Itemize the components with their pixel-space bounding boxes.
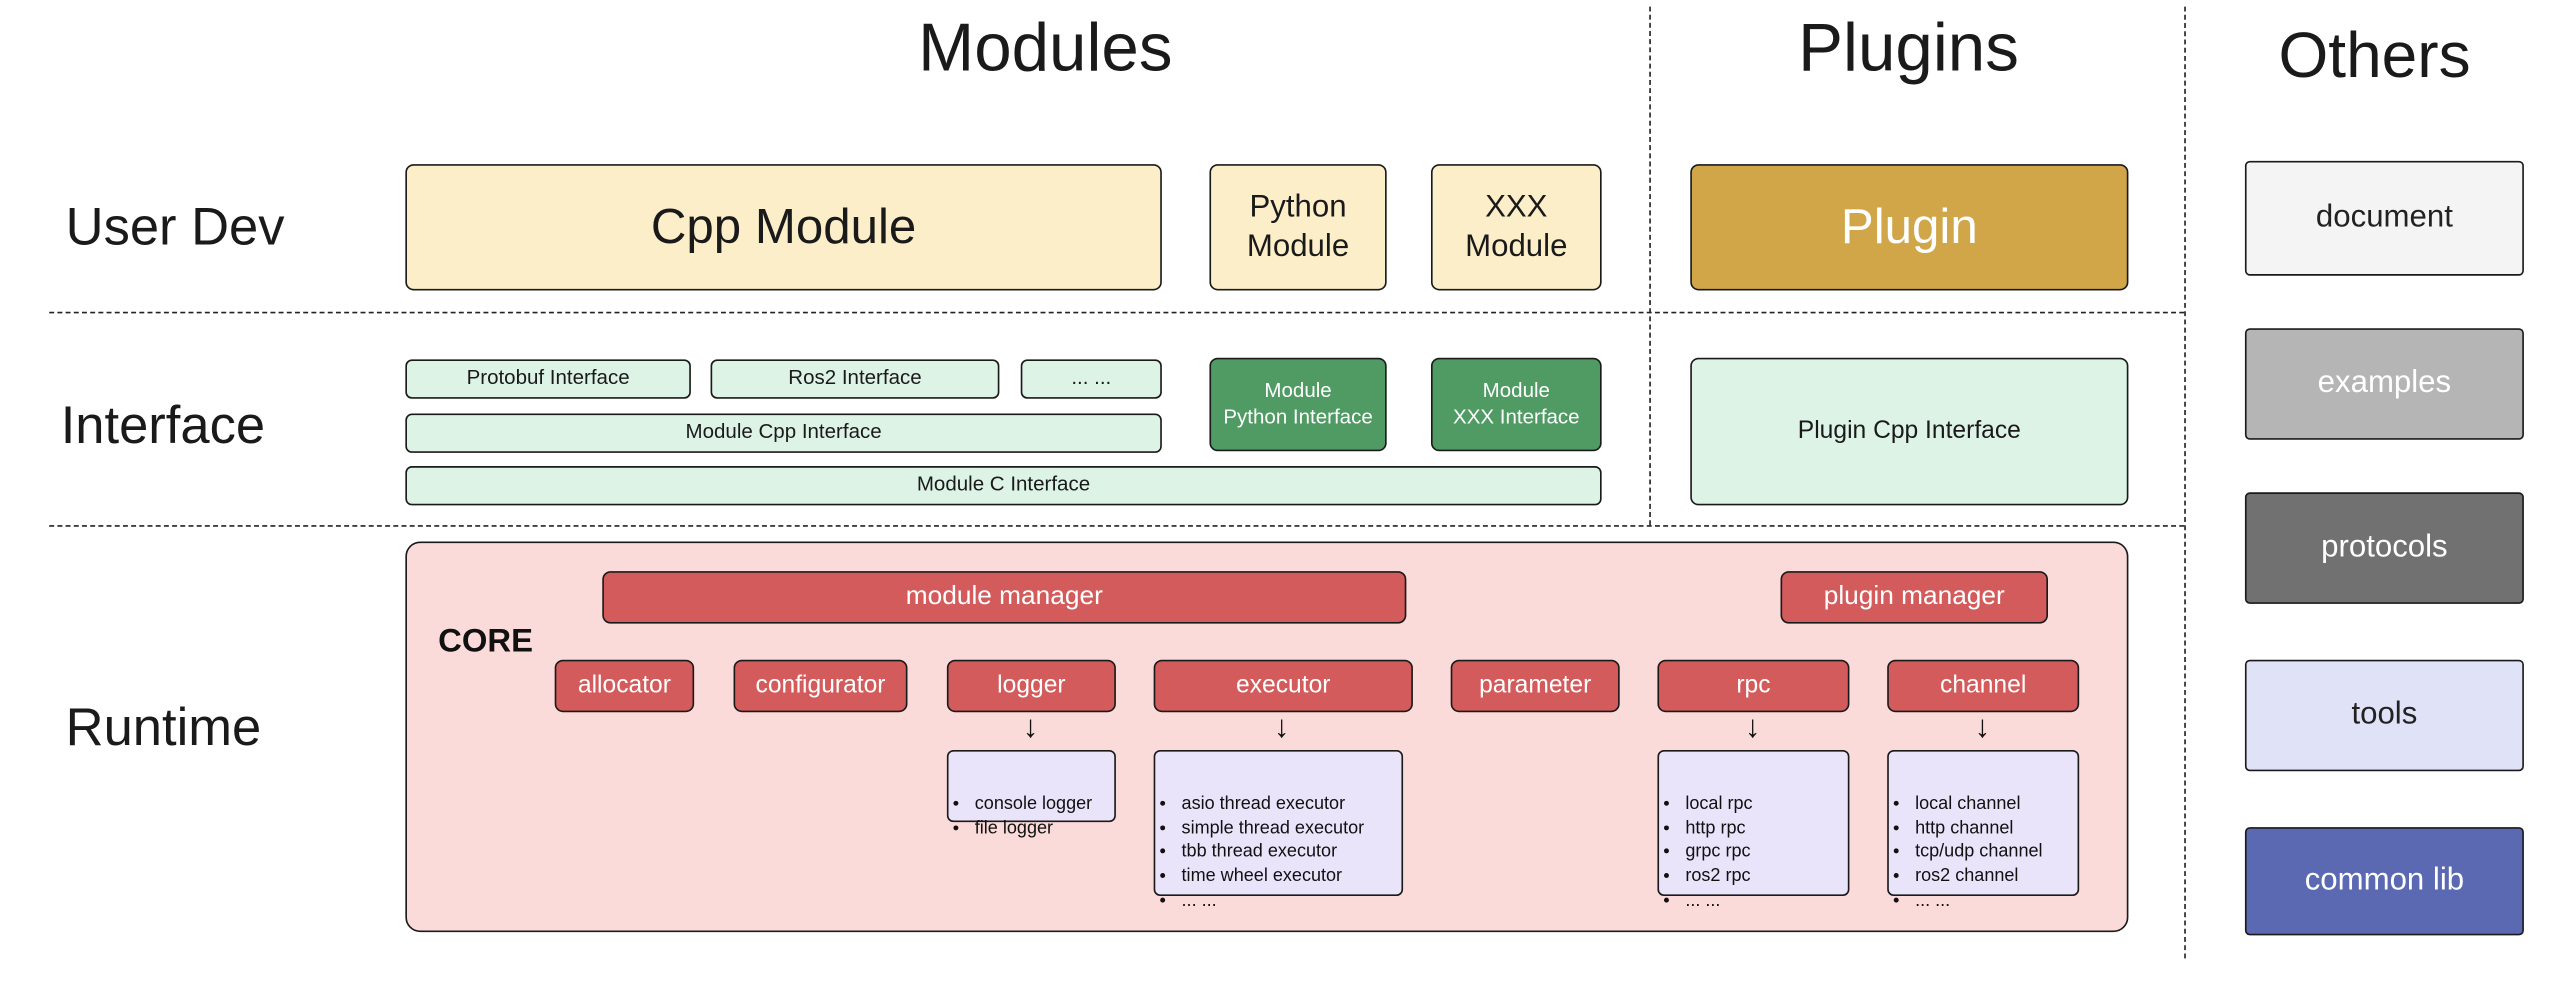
python-module-box: Python Module — [1209, 164, 1387, 291]
module-xxx-interface-box: Module XXX Interface — [1430, 357, 1602, 452]
module-manager-box: module manager — [602, 571, 1407, 624]
arrow-down-icon: ↓ — [1273, 710, 1290, 746]
cpp-module-box: Cpp Module — [405, 164, 1162, 291]
others-tools-box: tools — [2244, 659, 2524, 772]
rpc-box: rpc — [1657, 659, 1850, 713]
rpc-detail-box: local rpchttp rpcgrpc rpcros2 rpc... ... — [1657, 749, 1850, 911]
channel-detail-list: local channelhttp channeltcp/udp channel… — [1889, 793, 2078, 914]
arrow-down-icon: ↓ — [1974, 710, 1991, 746]
arrow-down-icon: ↓ — [1744, 710, 1761, 746]
logger-box: logger — [946, 659, 1116, 713]
module-cpp-interface-box: Module Cpp Interface — [405, 413, 1162, 453]
logger-detail-box: console loggerfile logger — [946, 749, 1116, 838]
ros2-interface-box: Ros2 Interface — [710, 359, 1000, 399]
row-divider-userdev-interface — [49, 311, 2185, 314]
core-label: CORE — [438, 623, 534, 660]
channel-detail-box: local channelhttp channeltcp/udp channel… — [1887, 749, 2080, 911]
xxx-module-box: XXX Module — [1430, 164, 1602, 291]
plugin-manager-box: plugin manager — [1780, 571, 2049, 624]
logger-detail-list: console loggerfile logger — [949, 793, 1115, 841]
module-c-interface-box: Module C Interface — [405, 466, 1602, 506]
arrow-down-icon: ↓ — [1022, 710, 1039, 746]
others-column-title: Others — [2278, 21, 2471, 92]
runtime-row-label: Runtime — [65, 697, 262, 757]
column-divider-modules-plugins — [1649, 6, 1651, 526]
plugin-cpp-interface-box: Plugin Cpp Interface — [1690, 357, 2129, 506]
more-interfaces-box: ... ... — [1020, 359, 1162, 399]
others-examples-box: examples — [2244, 328, 2524, 440]
user-dev-row-label: User Dev — [65, 196, 285, 257]
rpc-detail-list: local rpchttp rpcgrpc rpcros2 rpc... ... — [1659, 793, 1848, 914]
executor-detail-list: asio thread executorsimple thread execut… — [1155, 793, 1401, 914]
others-protocols-box: protocols — [2244, 492, 2524, 604]
others-common-lib-box: common lib — [2244, 827, 2524, 936]
parameter-box: parameter — [1450, 659, 1620, 713]
channel-box: channel — [1887, 659, 2080, 713]
row-divider-interface-runtime — [49, 525, 2185, 527]
executor-box: executor — [1153, 659, 1413, 713]
interface-row-label: Interface — [60, 395, 266, 455]
executor-detail-box: asio thread executorsimple thread execut… — [1153, 749, 1404, 911]
configurator-box: configurator — [733, 659, 908, 713]
column-divider-plugins-others — [2184, 6, 2186, 959]
plugins-column-title: Plugins — [1798, 9, 2019, 86]
others-document-box: document — [2244, 160, 2524, 276]
allocator-box: allocator — [554, 659, 695, 713]
protobuf-interface-box: Protobuf Interface — [405, 359, 691, 399]
module-python-interface-box: Module Python Interface — [1209, 357, 1387, 452]
modules-column-title: Modules — [918, 9, 1173, 86]
plugin-box: Plugin — [1690, 164, 2129, 291]
